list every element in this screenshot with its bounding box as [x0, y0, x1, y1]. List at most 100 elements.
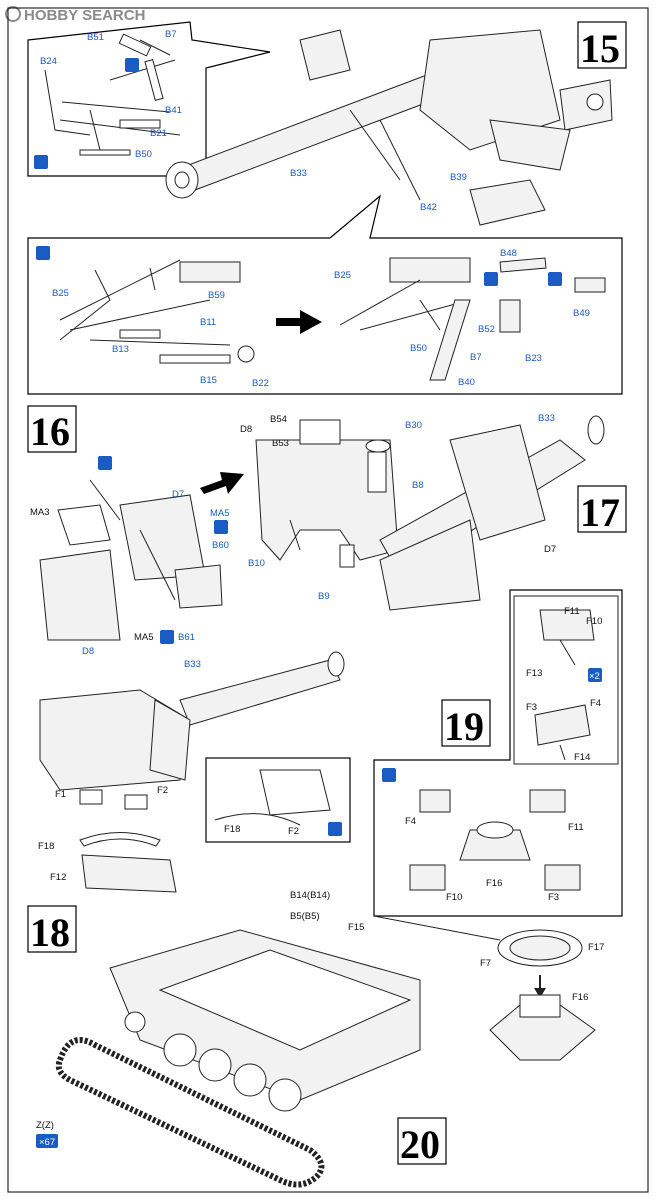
label-b50: B50 [135, 149, 152, 160]
label-d8: D8 [82, 646, 94, 657]
glue-icon [382, 768, 396, 782]
label-f1: F1 [55, 789, 66, 800]
label-b10: B10 [248, 558, 265, 569]
label-b39: B39 [450, 172, 467, 183]
label-f3: F3 [526, 702, 537, 713]
step-number: 20 [400, 1122, 440, 1167]
shield-assembly [255, 419, 399, 568]
glue-icon [328, 822, 342, 836]
label-d7: D7 [544, 544, 556, 555]
label-b49: B49 [573, 308, 590, 319]
label-b41: B41 [165, 105, 182, 116]
label-b50-right: B50 [410, 343, 427, 354]
label-b51: B51 [87, 32, 104, 43]
step-number-box [441, 699, 491, 747]
label-b21: B21 [150, 128, 167, 139]
subassembly-left [59, 259, 255, 364]
label-f7: F7 [480, 958, 491, 969]
step-number-box [577, 21, 627, 69]
label-b24: B24 [40, 56, 57, 67]
gun-with-mount [39, 651, 345, 893]
no-glue-icon [98, 456, 112, 470]
label-f11-b: F11 [568, 822, 584, 833]
label-b33: B33 [184, 659, 201, 670]
step-16: 16 MA3 D7 MA5 B60 D8 MA5 B61 B54 B30 D8 [27, 405, 424, 657]
label-f12: F12 [50, 872, 66, 883]
label-f18: F18 [38, 841, 54, 852]
label-b33: B33 [538, 413, 555, 424]
step-number: 18 [30, 910, 70, 955]
repeat-icon [36, 1134, 58, 1148]
no-glue-icon [125, 58, 139, 72]
label-b53: B53 [272, 438, 289, 449]
inset-box [205, 757, 351, 843]
label-b25: B25 [52, 288, 69, 299]
label-f4-b: F4 [405, 816, 416, 827]
step-number: 19 [444, 704, 484, 749]
subassembly-right [339, 257, 606, 381]
step-number-box [577, 485, 627, 533]
label-d7: D7 [172, 489, 184, 500]
label-f16: F16 [572, 992, 588, 1003]
step-number-box [397, 1117, 447, 1165]
label-f4: F4 [590, 698, 601, 709]
step-19: 19 F11 F10 F13 ×2 F3 F4 F14 F4 F11 F16 F… [373, 589, 623, 917]
label-f18-inset: F18 [224, 824, 240, 835]
label-b13: B13 [112, 344, 129, 355]
label-b42: B42 [420, 202, 437, 213]
label-b60: B60 [212, 540, 229, 551]
label-ma5: MA5 [210, 508, 230, 519]
label-b61: B61 [178, 632, 195, 643]
label-f2: F2 [157, 785, 168, 796]
step-18: B33 F1 F2 F18 F12 F18 F2 18 B14(B14) B5(… [27, 651, 421, 1188]
label-b54: B54 [270, 414, 287, 425]
step-number-box [27, 905, 77, 953]
watermark-text: HOBBY SEARCH [24, 7, 145, 24]
label-b14: B14(B14) [290, 890, 330, 901]
repeat-icon [588, 668, 602, 682]
label-f3-b: F3 [548, 892, 559, 903]
repeat-count: ×67 [39, 1137, 55, 1148]
label-f10: F10 [586, 616, 602, 627]
page-border [7, 7, 649, 1193]
label-f11: F11 [564, 606, 580, 617]
inset-callout [27, 21, 271, 177]
label-b48: B48 [500, 248, 517, 259]
label-b9: B9 [318, 591, 330, 602]
label-d8-top: D8 [240, 424, 252, 435]
label-b5: B5(B5) [290, 911, 320, 922]
label-b7-right: B7 [470, 352, 482, 363]
movable-icon [160, 630, 174, 644]
label-b52: B52 [478, 324, 495, 335]
turntable [489, 929, 596, 1061]
label-b25-right: B25 [334, 270, 351, 281]
movable-icon [214, 520, 228, 534]
label-zz: Z(Z) [36, 1120, 54, 1131]
label-b22: B22 [252, 378, 269, 389]
label-f14: F14 [574, 752, 590, 763]
label-ma5-b: MA5 [134, 632, 154, 643]
legs-top [534, 609, 595, 761]
step-number: 17 [580, 490, 620, 535]
step-number: 16 [30, 409, 70, 454]
step-number-box [27, 405, 77, 453]
repeat-count: ×2 [589, 671, 600, 682]
chassis [109, 929, 421, 1112]
glue-icon [34, 155, 48, 169]
label-b15: B15 [200, 375, 217, 386]
label-f17: F17 [588, 942, 604, 953]
step-number: 15 [580, 26, 620, 71]
step-20: F17 F7 F16 20 [373, 915, 604, 1167]
gun-on-shield [379, 415, 605, 611]
shield-parts-left [39, 479, 223, 641]
movable-icon [548, 272, 562, 286]
label-b59: B59 [208, 290, 225, 301]
label-ma3: MA3 [30, 507, 50, 518]
label-b11: B11 [200, 317, 216, 328]
subassembly-box [27, 194, 623, 395]
label-f10-b: F10 [446, 892, 462, 903]
no-glue-icon [484, 272, 498, 286]
base-assembly [409, 789, 581, 891]
label-f16: F16 [486, 878, 502, 889]
